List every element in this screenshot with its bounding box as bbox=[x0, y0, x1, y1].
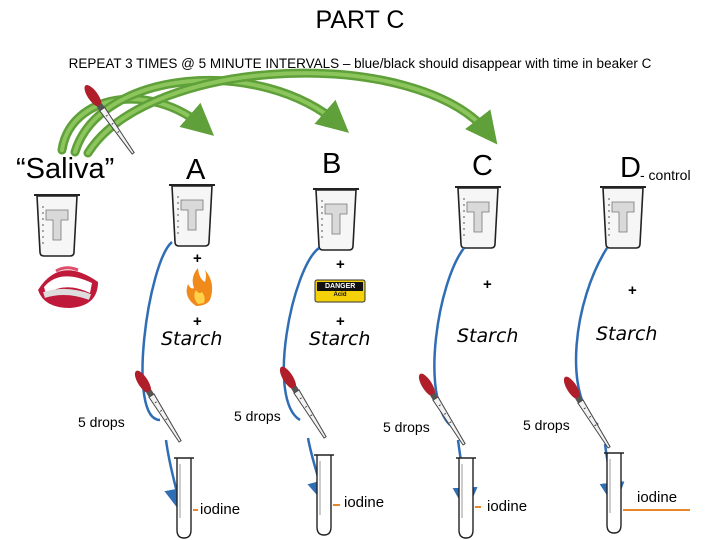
beaker-saliva bbox=[33, 194, 81, 257]
beaker-a bbox=[168, 184, 216, 247]
dentures-icon bbox=[38, 266, 98, 308]
plus-c: + bbox=[483, 276, 492, 293]
dropper-b bbox=[276, 363, 330, 441]
test-tube-a bbox=[173, 457, 195, 539]
iodine-a: iodine bbox=[200, 501, 241, 518]
plus-a-1: + bbox=[193, 250, 202, 267]
starch-a: Starch bbox=[161, 328, 223, 350]
iodine-c: iodine bbox=[487, 498, 528, 515]
plus-b-2: + bbox=[336, 313, 345, 330]
drops-a: 5 drops bbox=[78, 414, 125, 430]
drops-d: 5 drops bbox=[523, 417, 570, 433]
drops-b: 5 drops bbox=[234, 408, 281, 424]
saliva-label: “Saliva” bbox=[16, 153, 115, 185]
transfer-arrows bbox=[57, 68, 498, 158]
plus-a-2: + bbox=[193, 313, 202, 330]
danger-sign-subtitle: Acid bbox=[333, 292, 347, 298]
starch-d: Starch bbox=[596, 323, 658, 345]
danger-acid-sign bbox=[314, 279, 366, 303]
beaker-a-label: A bbox=[186, 154, 206, 186]
beaker-c bbox=[454, 186, 502, 249]
danger-sign-title: DANGER bbox=[325, 283, 356, 290]
drops-c: 5 drops bbox=[383, 419, 430, 435]
test-tube-b bbox=[313, 454, 335, 536]
beaker-c-label: C bbox=[472, 150, 493, 182]
flame-icon bbox=[186, 268, 213, 306]
test-tube-c bbox=[455, 457, 477, 539]
iodine-b: iodine bbox=[344, 494, 385, 511]
dropper-c bbox=[415, 370, 469, 448]
dropper-a bbox=[131, 367, 185, 445]
instructions-subtitle: REPEAT 3 TIMES @ 5 MINUTE INTERVALS – bl… bbox=[68, 56, 652, 71]
beaker-d-label: D bbox=[620, 152, 641, 184]
beaker-d bbox=[599, 186, 647, 249]
iodine-d: iodine bbox=[637, 489, 678, 506]
beaker-b bbox=[312, 188, 360, 251]
flow-arrows bbox=[141, 241, 625, 514]
starch-b: Starch bbox=[309, 328, 371, 350]
test-tube-d bbox=[603, 452, 625, 534]
iodine-pointers bbox=[193, 504, 690, 511]
plus-b-1: + bbox=[336, 256, 345, 273]
starch-c: Starch bbox=[457, 325, 519, 347]
control-label: - control bbox=[640, 167, 691, 183]
page-title: PART C bbox=[315, 6, 405, 34]
beaker-b-label: B bbox=[322, 148, 342, 180]
plus-d: + bbox=[628, 282, 637, 299]
dropper-d bbox=[560, 373, 614, 451]
